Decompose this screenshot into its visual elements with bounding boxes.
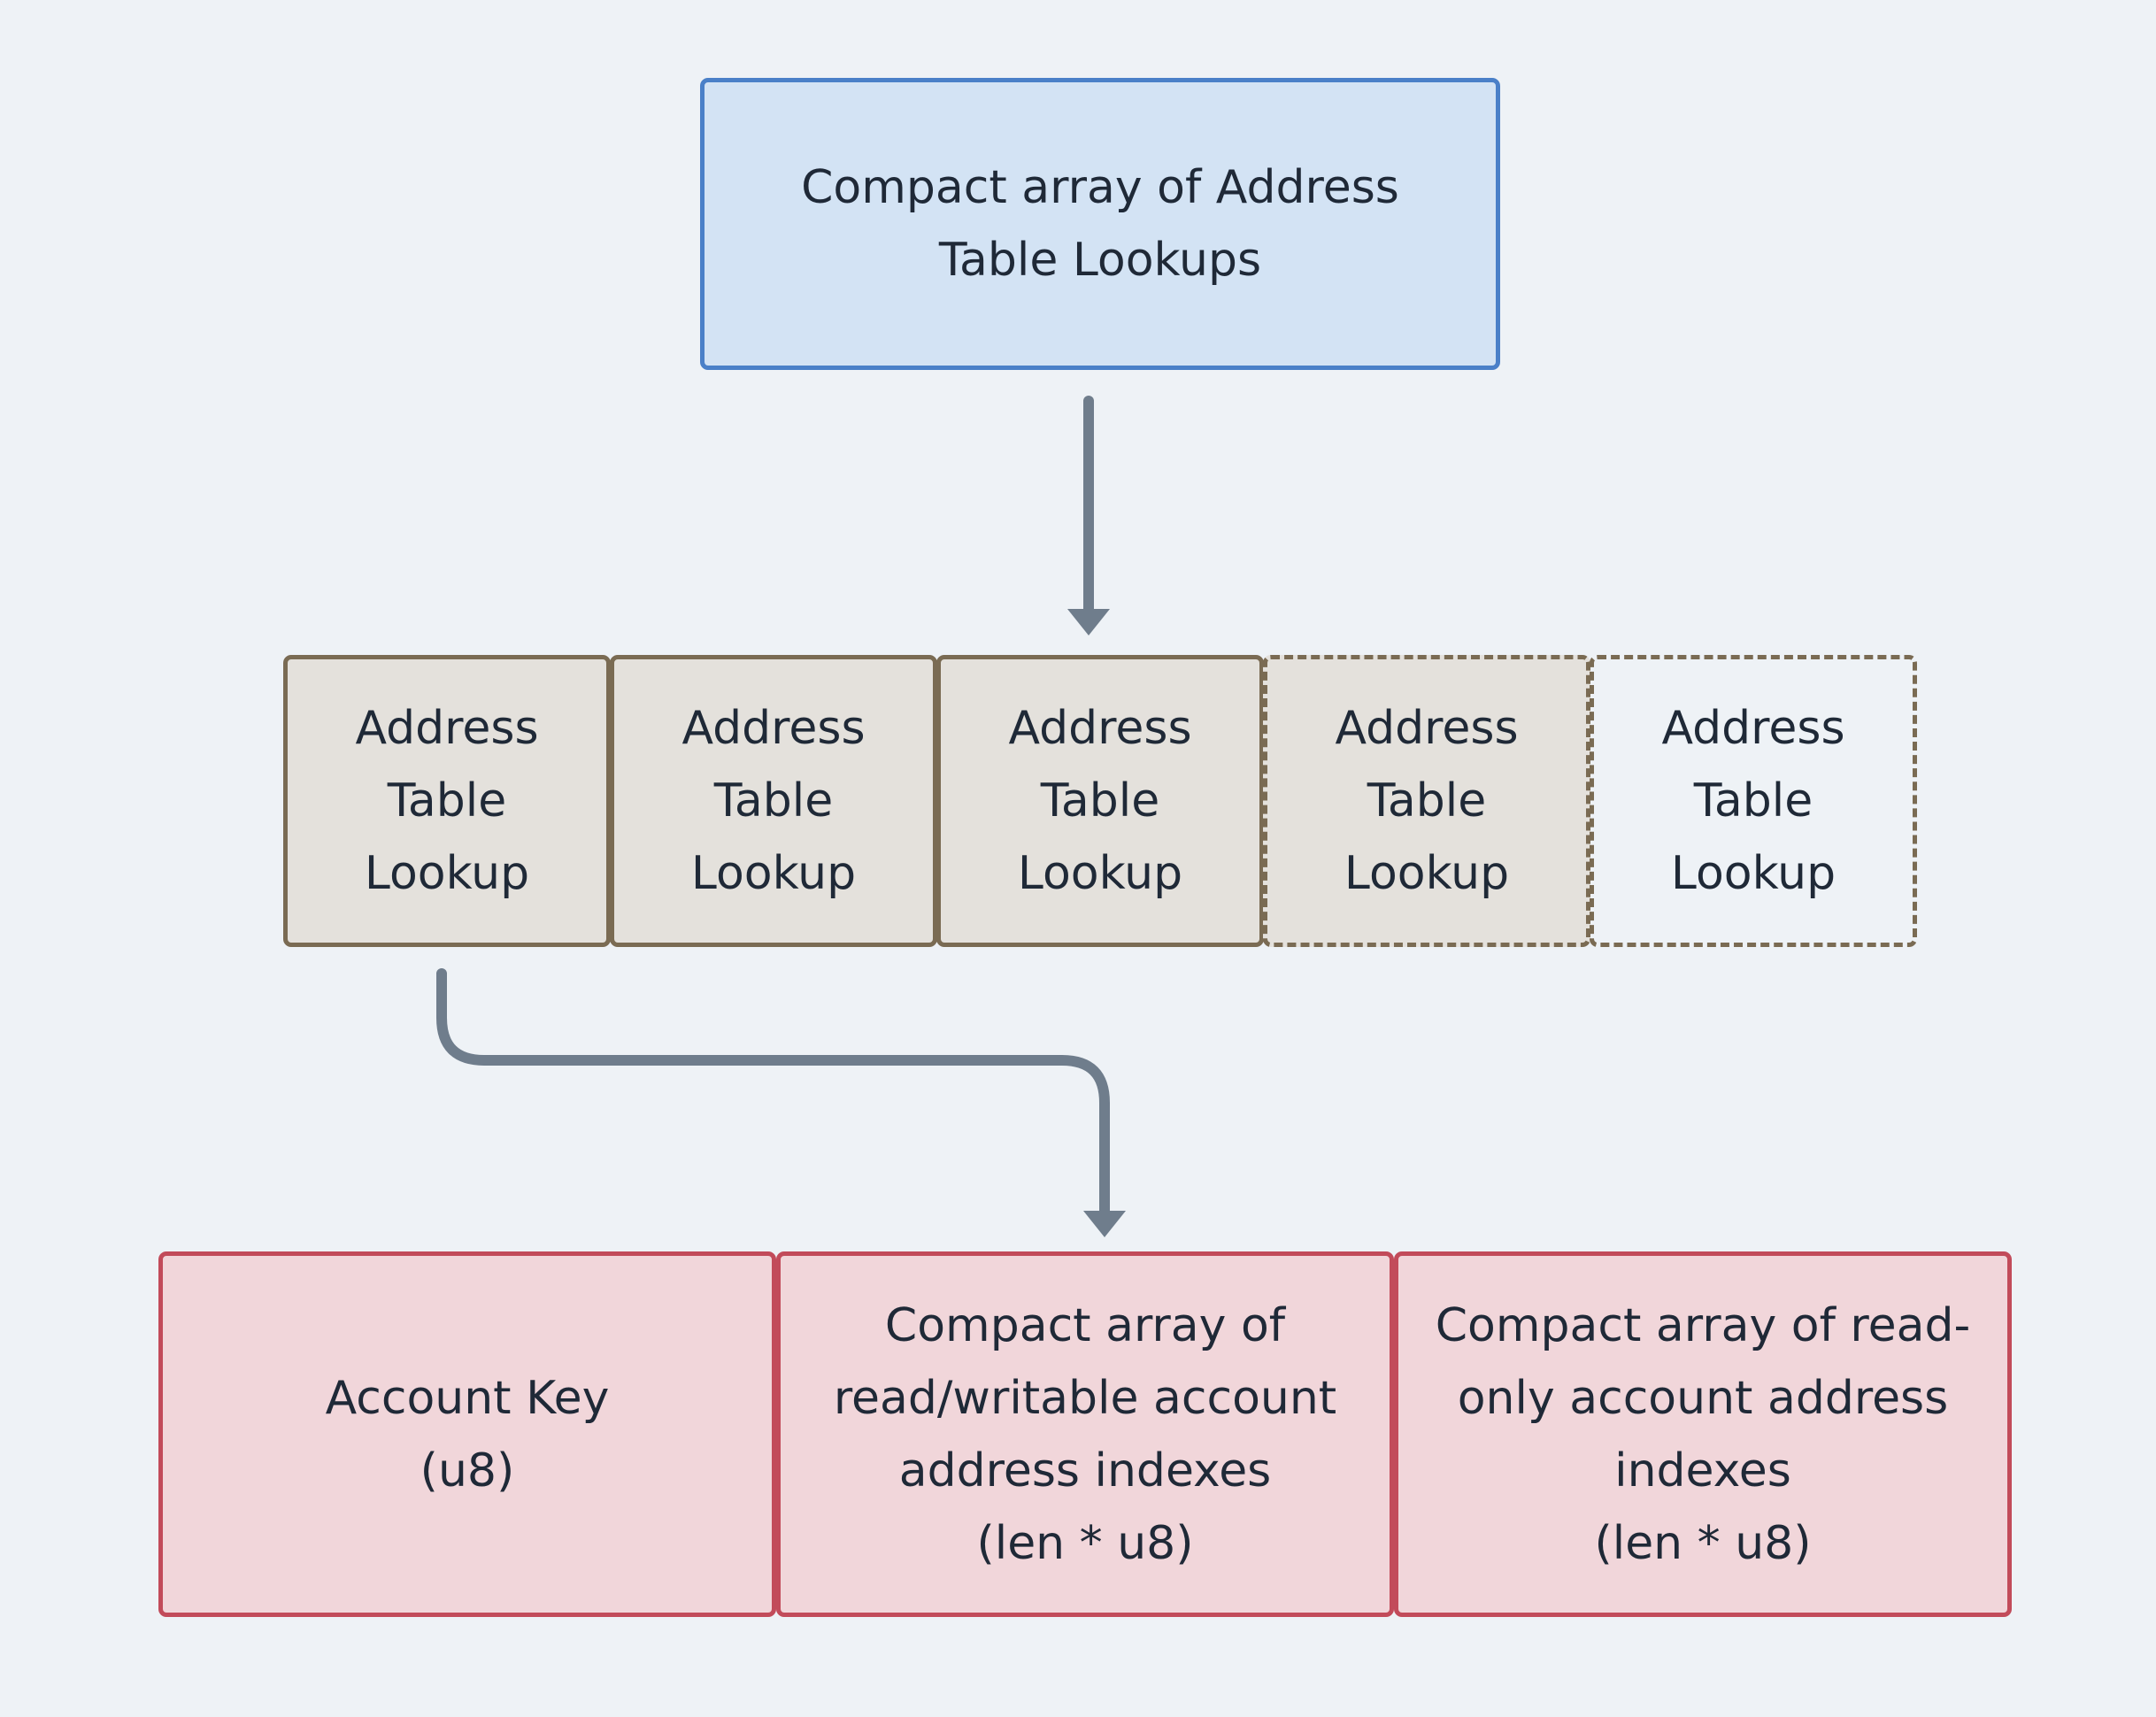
address-table-lookup-box-5: Address Table Lookup xyxy=(1590,655,1917,947)
arrow-lookup-to-fields xyxy=(436,968,1126,1237)
address-table-lookup-box-1: Address Table Lookup xyxy=(283,655,611,947)
address-table-lookup-box-2: Address Table Lookup xyxy=(610,655,937,947)
read-writable-indexes-field-box: Compact array of read/writable account a… xyxy=(776,1251,1394,1617)
read-writable-indexes-field-label: Compact array of read/writable account a… xyxy=(833,1298,1337,1570)
compact-array-address-table-lookups-label: Compact array of Address Table Lookups xyxy=(801,161,1399,287)
address-table-lookup-label-2: Address Table Lookup xyxy=(681,702,866,900)
address-table-lookup-label-1: Address Table Lookup xyxy=(355,702,539,900)
arrow-top-to-lookups xyxy=(1067,396,1110,635)
address-table-lookup-box-3: Address Table Lookup xyxy=(936,655,1264,947)
address-table-lookup-label-5: Address Table Lookup xyxy=(1661,702,1845,900)
address-table-lookup-label-3: Address Table Lookup xyxy=(1008,702,1192,900)
compact-array-address-table-lookups-box: Compact array of Address Table Lookups xyxy=(700,78,1500,370)
address-table-lookup-label-4: Address Table Lookup xyxy=(1335,702,1519,900)
read-only-indexes-field-box: Compact array of read- only account addr… xyxy=(1394,1251,2012,1617)
account-key-field-label: Account Key (u8) xyxy=(325,1371,610,1498)
address-table-lookup-box-4: Address Table Lookup xyxy=(1263,655,1590,947)
account-key-field-box: Account Key (u8) xyxy=(158,1251,776,1617)
read-only-indexes-field-label: Compact array of read- only account addr… xyxy=(1435,1298,1971,1570)
